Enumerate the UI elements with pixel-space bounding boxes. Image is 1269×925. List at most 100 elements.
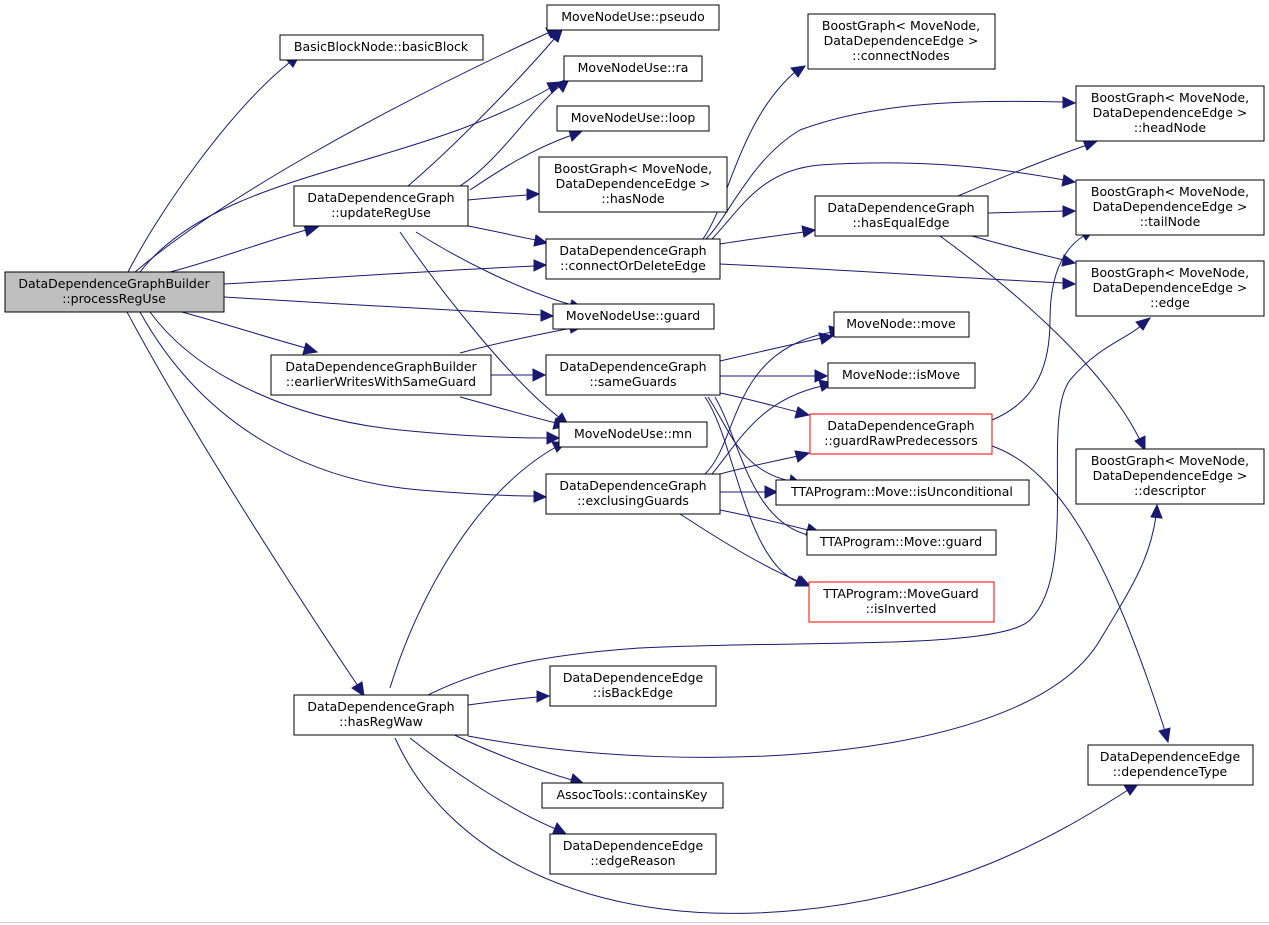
node-sameguards[interactable]: DataDependenceGraph ::sameGuards (545, 354, 721, 396)
node-basicblock-label: BasicBlockNode::basicBlock (294, 39, 469, 54)
node-hasequaledge[interactable]: DataDependenceGraph ::hasEqualEdge (814, 195, 989, 237)
node-containskey[interactable]: AssocTools::containsKey (541, 782, 724, 809)
edge-hasregwaw-dependencetype (394, 737, 1140, 914)
edge-connectordeleteedge-connectnodes (702, 65, 807, 240)
node-guard-label: MoveNodeUse::guard (566, 308, 700, 323)
node-guardrawpredecessors-label1: DataDependenceGraph (827, 418, 974, 433)
node-hasregwaw-label1: DataDependenceGraph (307, 699, 454, 714)
node-ra[interactable]: MoveNodeUse::ra (563, 55, 703, 82)
node-hasnode[interactable]: BoostGraph< MoveNode, DataDependenceEdge… (538, 156, 728, 213)
node-exclusingguards[interactable]: DataDependenceGraph ::exclusingGuards (545, 473, 721, 515)
node-isbackedge-label1: DataDependenceEdge (563, 670, 704, 685)
node-move[interactable]: MoveNode::move (833, 311, 970, 338)
node-isinverted-label1: TTAProgram::MoveGuard (822, 586, 978, 601)
node-guard[interactable]: MoveNodeUse::guard (552, 303, 715, 330)
node-updatereguse-label1: DataDependenceGraph (307, 190, 454, 205)
node-edge-label3: ::edge (1150, 295, 1190, 310)
node-edge-label2: DataDependenceEdge > (1093, 280, 1248, 295)
edge-hasequaledge-tailnode (987, 205, 1077, 218)
node-headnode-label1: BoostGraph< MoveNode, (1091, 90, 1249, 105)
edge-processreguse-updatereguse (169, 224, 320, 273)
edge-hasregwaw-edge (421, 317, 1152, 699)
edge-connectordeleteedge-edge (719, 263, 1077, 290)
node-pseudo[interactable]: MoveNodeUse::pseudo (546, 4, 720, 31)
node-hasregwaw[interactable]: DataDependenceGraph ::hasRegWaw (293, 694, 469, 736)
node-edge[interactable]: BoostGraph< MoveNode, DataDependenceEdge… (1075, 260, 1265, 317)
node-loop-label: MoveNodeUse::loop (571, 110, 696, 125)
node-isunconditional-label: TTAProgram::Move::isUnconditional (790, 484, 1013, 499)
edge-processreguse-earlierwrites (177, 310, 319, 355)
page-bottom-divider (0, 922, 1269, 923)
node-connectnodes[interactable]: BoostGraph< MoveNode, DataDependenceEdge… (807, 13, 996, 70)
edge-processreguse-pseudo (134, 27, 562, 273)
node-basicblock[interactable]: BasicBlockNode::basicBlock (279, 34, 484, 61)
edge-updatereguse-ra (459, 78, 570, 187)
edge-hasregwaw-edgereason (409, 737, 568, 835)
edge-hasregwaw-mn (389, 441, 568, 689)
node-descriptor-label1: BoostGraph< MoveNode, (1091, 453, 1249, 468)
node-processreguse[interactable]: DataDependenceGraphBuilder ::processRegU… (4, 271, 225, 313)
node-ismove[interactable]: MoveNode::isMove (827, 362, 976, 389)
node-earlierwrites[interactable]: DataDependenceGraphBuilder ::earlierWrit… (270, 354, 492, 396)
node-processreguse-label2: ::processRegUse (62, 291, 166, 306)
node-ismove-label: MoveNode::isMove (842, 367, 960, 382)
node-dependencetype-label1: DataDependenceEdge (1100, 749, 1241, 764)
edge-sameguards-guardrawpredecessors (719, 392, 811, 419)
node-headnode[interactable]: BoostGraph< MoveNode, DataDependenceEdge… (1075, 85, 1265, 142)
node-tailnode[interactable]: BoostGraph< MoveNode, DataDependenceEdge… (1075, 179, 1265, 236)
node-connectordeleteedge-label2: ::connectOrDeleteEdge (560, 258, 706, 273)
node-connectnodes-label1: BoostGraph< MoveNode, (822, 18, 980, 33)
edge-processreguse-ra (139, 81, 563, 273)
edge-updatereguse-mn (399, 231, 569, 426)
node-headnode-label2: DataDependenceEdge > (1093, 105, 1248, 120)
edge-exclusingguards-isunconditional (719, 485, 779, 499)
edge-processreguse-exclusingguards (139, 311, 548, 503)
node-move-label: MoveNode::move (846, 316, 956, 331)
node-edgereason[interactable]: DataDependenceEdge ::edgeReason (549, 833, 717, 875)
edge-hasregwaw-descriptor (467, 503, 1163, 758)
edge-exclusingguards-guardrawpredecessors (719, 450, 811, 475)
node-earlierwrites-label2: ::earlierWritesWithSameGuard (286, 374, 476, 389)
edge-connectordeleteedge-tailnode (711, 162, 1077, 240)
edge-sameguards-move (719, 332, 835, 362)
node-descriptor-label3: ::descriptor (1134, 483, 1207, 498)
node-isbackedge[interactable]: DataDependenceEdge ::isBackEdge (549, 665, 717, 707)
node-exclusingguards-label1: DataDependenceGraph (559, 478, 706, 493)
node-edge-label1: BoostGraph< MoveNode, (1091, 265, 1249, 280)
node-connectordeleteedge[interactable]: DataDependenceGraph ::connectOrDeleteEdg… (545, 238, 721, 280)
node-moveguard-label: TTAProgram::Move::guard (819, 534, 982, 549)
node-moveguard[interactable]: TTAProgram::Move::guard (806, 529, 997, 556)
node-descriptor[interactable]: BoostGraph< MoveNode, DataDependenceEdge… (1075, 448, 1265, 505)
node-mn-label: MoveNodeUse::mn (574, 426, 692, 441)
node-tailnode-label3: ::tailNode (1140, 214, 1201, 229)
edge-hasequaledge-edge (971, 235, 1077, 267)
edge-exclusingguards-moveguard (719, 509, 821, 536)
edge-earlierwrites-mn (459, 396, 569, 430)
node-hasregwaw-label2: ::hasRegWaw (339, 714, 423, 729)
node-ra-label: MoveNodeUse::ra (578, 60, 689, 75)
edge-connectordeleteedge-hasequaledge (719, 225, 817, 245)
edge-hasregwaw-isbackedge (467, 690, 551, 706)
node-guardrawpredecessors[interactable]: DataDependenceGraph ::guardRawPredecesso… (809, 413, 993, 455)
edge-guardrawpredecessors-dependencetype (991, 445, 1171, 744)
edge-exclusingguards-isinverted (679, 513, 812, 587)
edge-processreguse-connectordeleteedge (223, 259, 548, 285)
node-updatereguse[interactable]: DataDependenceGraph ::updateRegUse (293, 185, 469, 227)
edge-connectordeleteedge-headnode (705, 96, 1077, 240)
node-isinverted-label2: ::isInverted (866, 601, 937, 616)
node-isbackedge-label2: ::isBackEdge (593, 685, 674, 700)
node-edgereason-label2: ::edgeReason (590, 853, 675, 868)
node-sameguards-label2: ::sameGuards (589, 374, 676, 389)
node-descriptor-label2: DataDependenceEdge > (1093, 468, 1248, 483)
node-dependencetype-label2: ::dependenceType (1113, 764, 1228, 779)
node-isunconditional[interactable]: TTAProgram::Move::isUnconditional (775, 479, 1030, 506)
edge-hasequaledge-descriptor (939, 235, 1146, 452)
node-loop[interactable]: MoveNodeUse::loop (556, 105, 710, 132)
node-dependencetype[interactable]: DataDependenceEdge ::dependenceType (1087, 744, 1254, 786)
node-isinverted[interactable]: TTAProgram::MoveGuard ::isInverted (808, 581, 995, 623)
node-guardrawpredecessors-label2: ::guardRawPredecessors (824, 433, 977, 448)
node-sameguards-label1: DataDependenceGraph (559, 359, 706, 374)
node-earlierwrites-label1: DataDependenceGraphBuilder (285, 359, 477, 374)
node-containskey-label: AssocTools::containsKey (557, 787, 708, 802)
node-mn[interactable]: MoveNodeUse::mn (558, 421, 708, 448)
